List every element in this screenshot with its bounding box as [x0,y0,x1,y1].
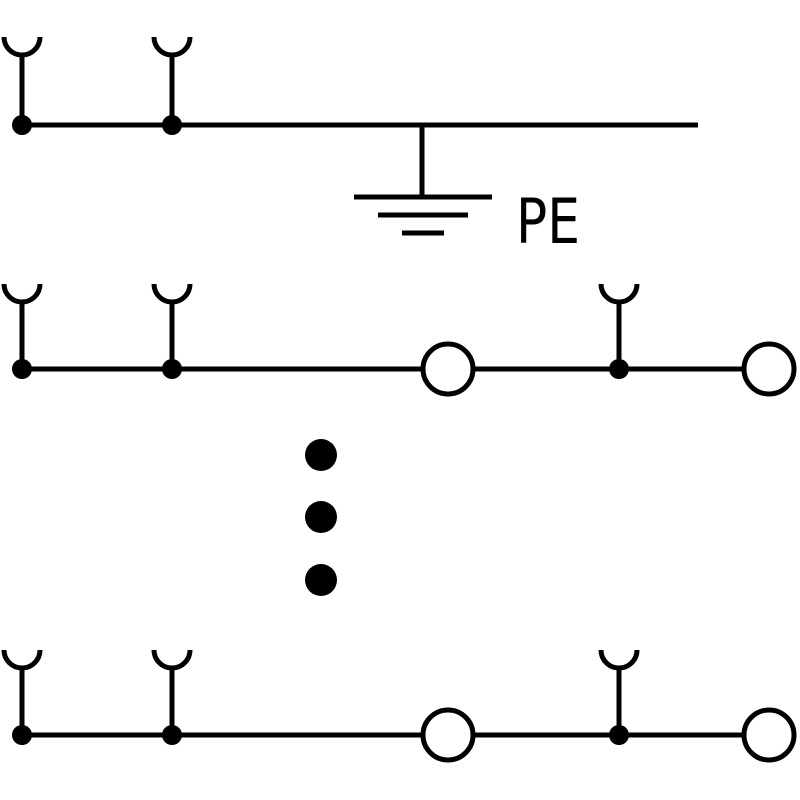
terminal-row-last [1,649,797,763]
ground-label: PE [516,185,580,258]
terminal-circle-icon [420,707,476,763]
junction-dot [12,359,32,379]
terminal-circle-icon [741,707,797,763]
terminal-row-first [1,283,797,397]
plug-connector-icon [598,283,640,369]
junction-dot [12,725,32,745]
junction-dot [609,725,629,745]
junction-dot [162,725,182,745]
junction-dot [12,115,32,135]
pe-row: PE [1,36,698,258]
terminal-circle-icon [420,341,476,397]
plug-connector-icon [598,649,640,735]
plug-connector-icon [151,649,193,735]
plug-connector-icon [1,649,43,735]
plug-connector-icon [151,36,193,125]
plug-connector-icon [1,36,43,125]
plug-connector-icon [151,283,193,369]
junction-dot [609,359,629,379]
terminal-circle-icon [741,341,797,397]
vertical-ellipsis-icon [305,439,337,596]
plug-connector-icon [1,283,43,369]
ground-symbol-icon [354,125,492,236]
junction-dot [162,115,182,135]
junction-dot [162,359,182,379]
